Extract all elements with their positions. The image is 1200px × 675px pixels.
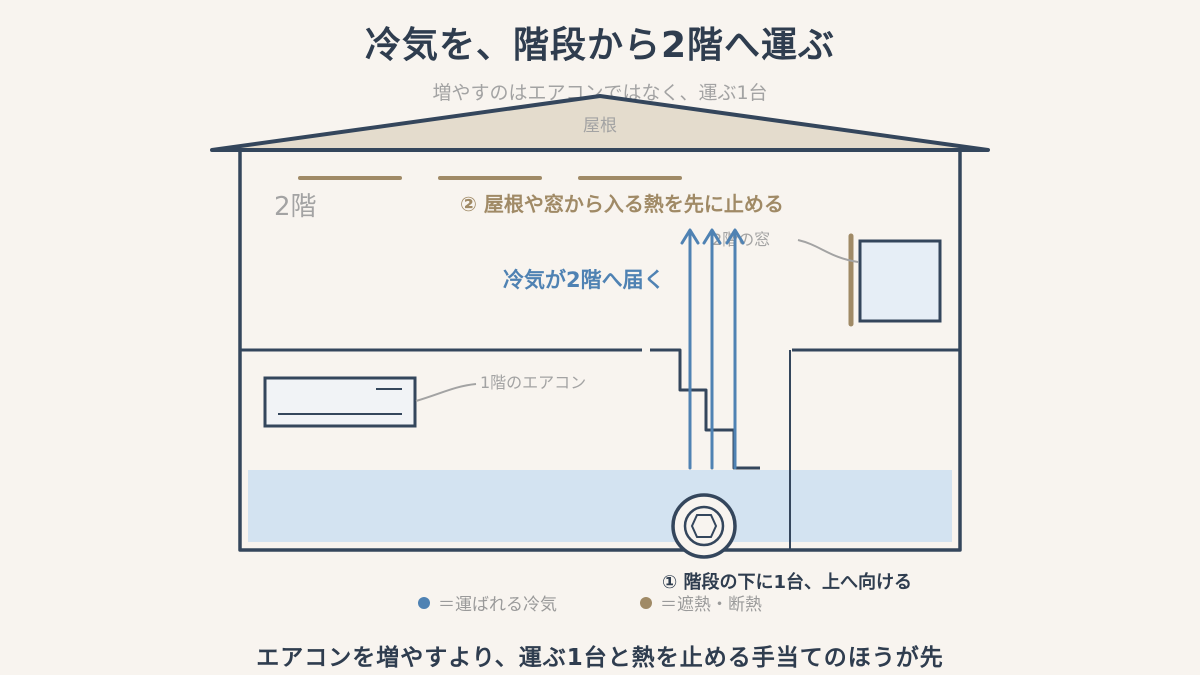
heat-dot-icon: [640, 596, 652, 609]
window-2f: [858, 239, 942, 323]
footer-message: エアコンを増やすより、運ぶ1台と熱を止める手当てのほうが先: [256, 645, 944, 671]
floor2-label: 2階: [274, 192, 317, 222]
ac-1f-leader: [415, 383, 477, 402]
ac-1f: [263, 376, 417, 428]
circulator-fan-hub: [690, 514, 718, 538]
diagram-subtitle: 増やすのはエアコンではなく、運ぶ1台: [432, 82, 768, 104]
circulator-fan: [671, 493, 737, 559]
legend-cool: ＝運ばれる冷気: [418, 590, 557, 615]
ac-1f-label: 1階のエアコン: [480, 373, 586, 392]
cool-dot-icon: [418, 596, 430, 609]
diagram-title: 冷気を、階段から2階へ運ぶ: [364, 25, 836, 66]
step1-label: ① 階段の下に1台、上へ向ける: [662, 571, 912, 593]
legend-heat-text: ＝遮熱・断熱: [660, 595, 762, 615]
cool-reach-label: 冷気が2階へ届く: [503, 268, 665, 292]
cool-air-pool: [248, 470, 952, 542]
cool-air-arrows: [680, 228, 745, 470]
legend-cool-text: ＝運ばれる冷気: [438, 595, 557, 615]
staircase: [650, 348, 760, 470]
roof: [210, 94, 990, 152]
window-leader: [797, 239, 859, 263]
circulator-fan-inner: [683, 505, 725, 547]
roof-label: 屋根: [583, 116, 617, 136]
step2-label: ② 屋根や窓から入る熱を先に止める: [460, 192, 784, 216]
legend-heat: ＝遮熱・断熱: [640, 590, 762, 615]
